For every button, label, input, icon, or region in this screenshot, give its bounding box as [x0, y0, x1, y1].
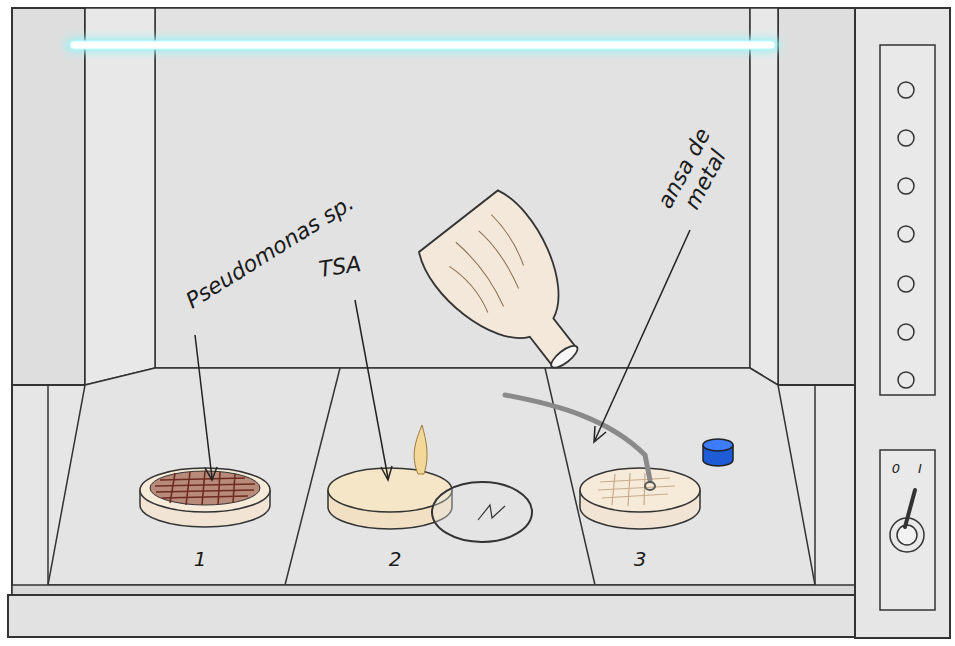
- bottle-cap: [703, 439, 733, 466]
- uv-light-tube: [70, 41, 775, 49]
- petri-dish-3: [580, 468, 700, 529]
- petri-dish-1: [140, 468, 270, 527]
- surface-divider: [285, 368, 340, 585]
- left-side-wall: [85, 8, 155, 385]
- flask: [413, 186, 614, 398]
- back-wall: [155, 8, 750, 368]
- right-pillar: [778, 8, 855, 385]
- metal-loop: [505, 395, 650, 480]
- frame-edge: [814, 385, 816, 585]
- switch-mark: 0: [888, 462, 904, 476]
- front-tray: [8, 595, 858, 637]
- indicator-panel: [880, 45, 935, 395]
- switch-knob: [897, 525, 917, 545]
- leader-arrows: [195, 230, 690, 480]
- left-pillar: [12, 8, 85, 385]
- callout-number: 1: [185, 548, 215, 570]
- surface-divider: [545, 368, 595, 585]
- indicator-lights: [898, 82, 914, 388]
- callout-number: 3: [625, 548, 655, 570]
- switch-panel: [880, 450, 935, 610]
- work-surface: [48, 368, 815, 585]
- loop-tip: [645, 482, 655, 490]
- cabinet-body: [12, 8, 855, 608]
- toggle-lever: [905, 490, 915, 527]
- petri-lid: [432, 482, 532, 542]
- switch-mark: I: [912, 462, 928, 476]
- control-panel: [855, 8, 950, 638]
- callout-number: 2: [380, 548, 410, 570]
- frame-edge: [11, 385, 13, 590]
- light-glow: [65, 38, 780, 52]
- frame-edge: [47, 385, 49, 585]
- flame: [414, 425, 427, 474]
- front-lip: [12, 585, 855, 595]
- right-side-wall: [750, 8, 778, 385]
